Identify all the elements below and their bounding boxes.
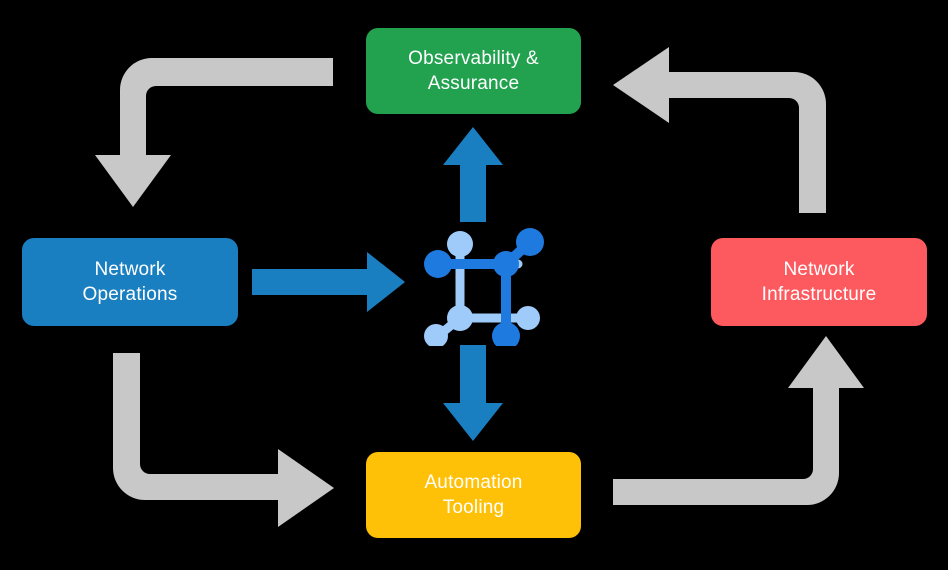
blue-arrow-hub-to-observability [443, 127, 503, 222]
gray-arrow-automation-tooling-to-network-infrastructure [613, 336, 864, 505]
node-network-infrastructure[interactable]: Network Infrastructure [711, 238, 927, 326]
topology-nodes-light [424, 231, 540, 346]
network-topology-icon [424, 228, 544, 346]
gray-arrow-network-operations-to-automation-tooling [113, 353, 334, 527]
node-network-operations[interactable]: Network Operations [22, 238, 238, 326]
topology-nodes-dark [424, 228, 544, 346]
blue-arrow-hub-to-automation-tooling [443, 345, 503, 441]
gray-arrow-observability-to-network-operations [95, 58, 333, 207]
blue-arrow-network-operations-to-hub [252, 252, 405, 312]
node-automation-tooling[interactable]: Automation Tooling [366, 452, 581, 538]
node-observability-assurance[interactable]: Observability & Assurance [366, 28, 581, 114]
gray-arrow-network-infrastructure-to-observability [613, 47, 826, 213]
